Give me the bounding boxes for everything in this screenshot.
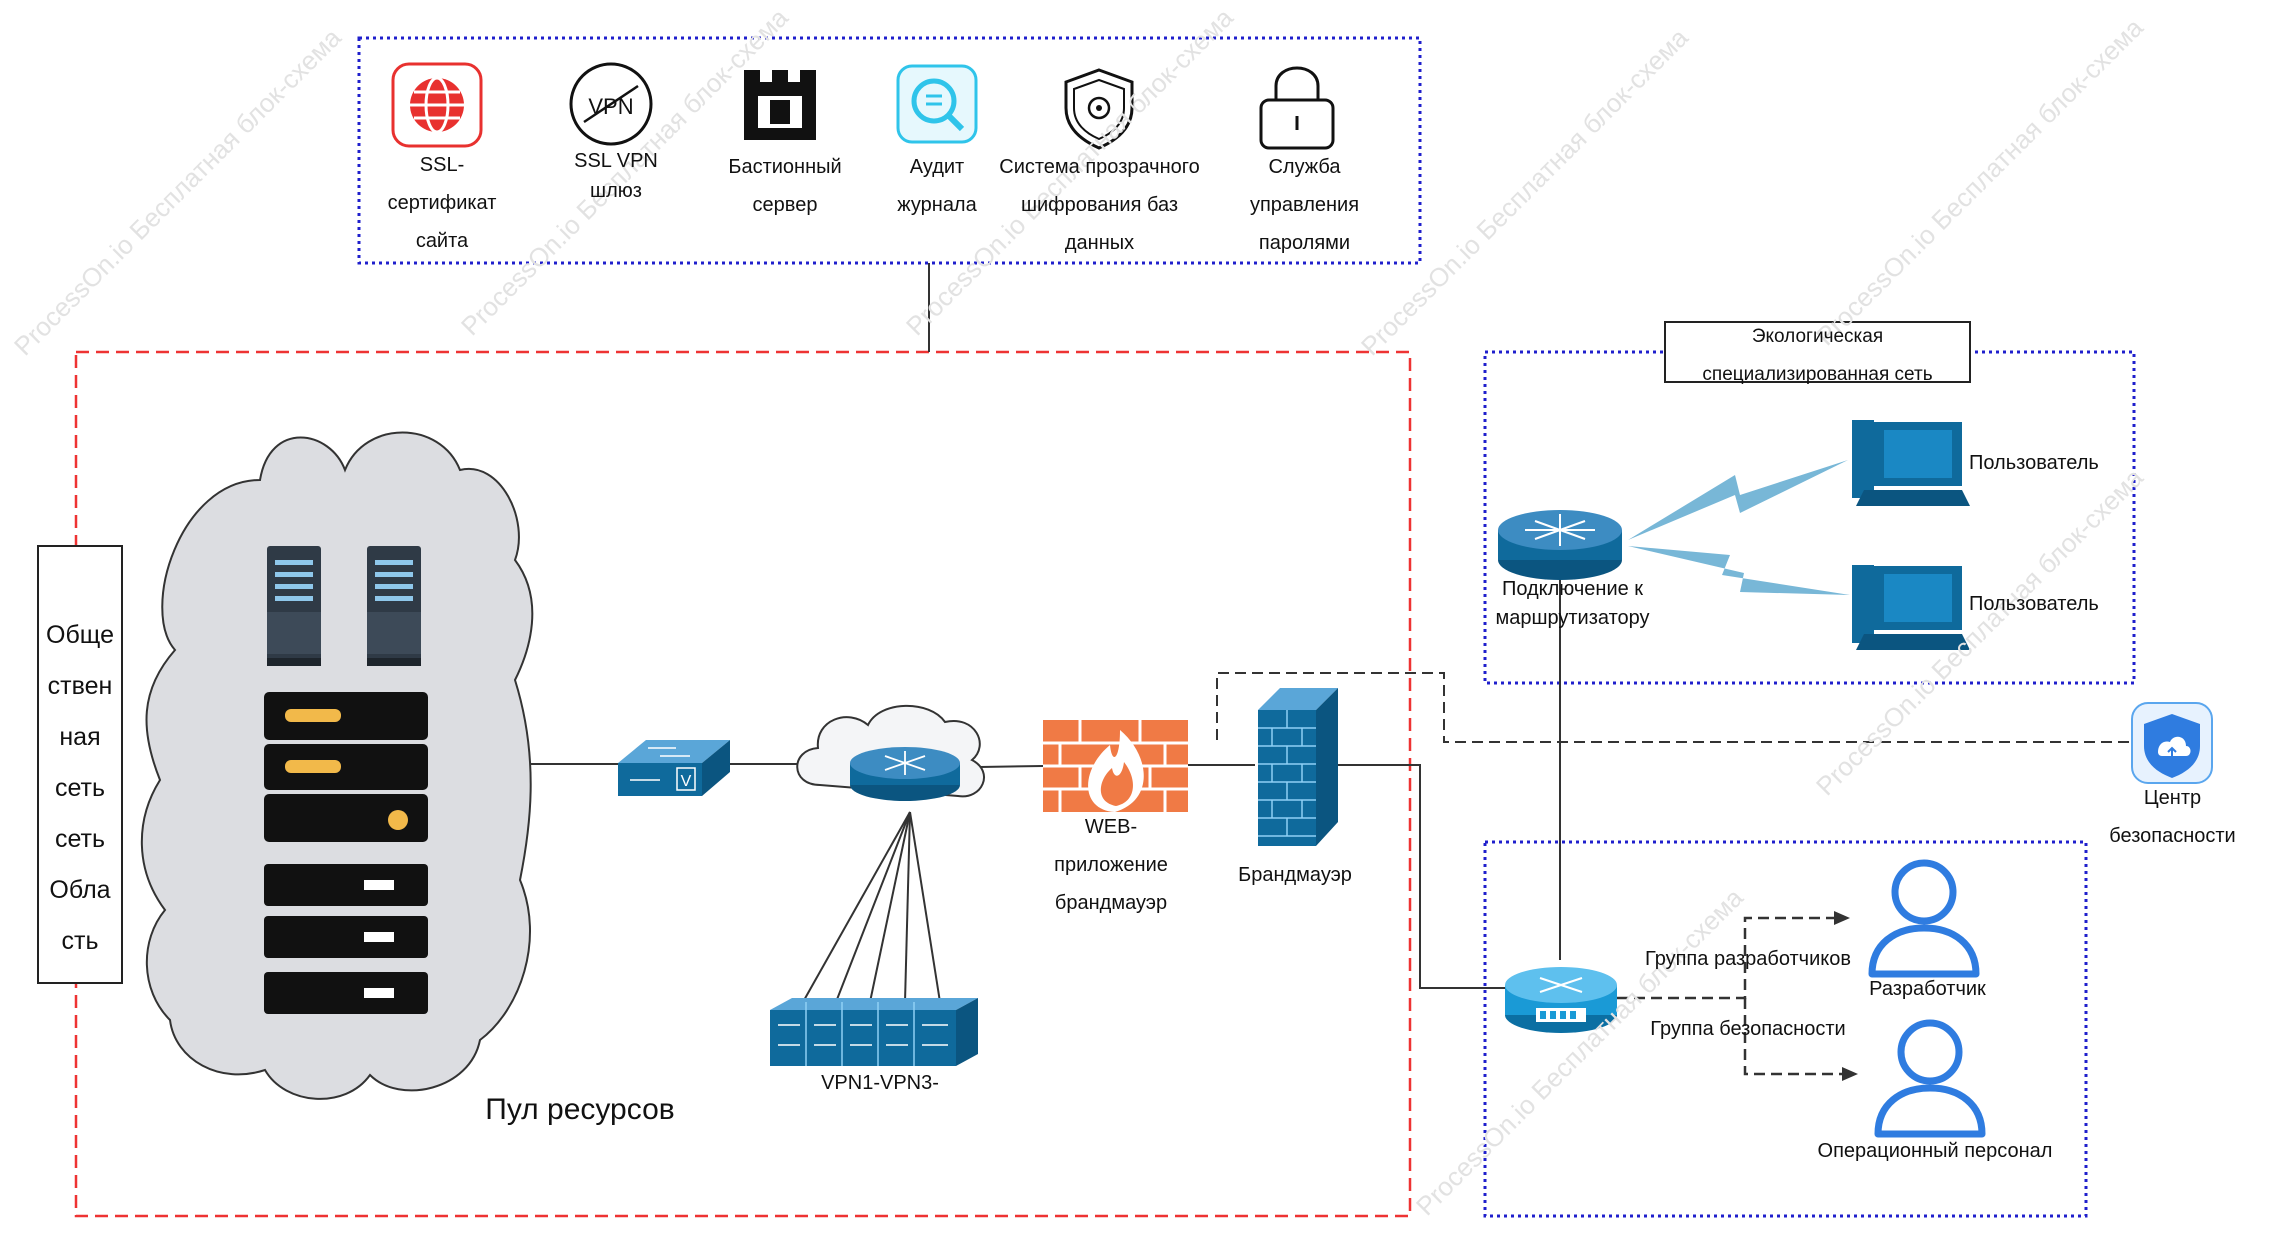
vpn-label: VPN1-VPN3- (821, 1072, 939, 1094)
server-stack-icon (264, 692, 428, 1014)
resource-pool-label: Пул ресурсов (485, 1093, 675, 1126)
tool-label-bastion: Бастионный сервер (728, 156, 842, 216)
tool-label-vpn: SSL VPN шлюз (574, 150, 658, 202)
connector-router-to-waf (979, 765, 1044, 768)
eco-router-label: Подключение к маршрутизатору (1495, 578, 1650, 629)
user-label: Пользователь (1969, 452, 2099, 474)
sec-group-label: Группа безопасности (1650, 1018, 1846, 1040)
dev-group-label: Группа разработчиков (1645, 948, 1851, 970)
vpn-fan-lines (802, 811, 941, 1003)
user-workstation-icon (1852, 420, 1970, 506)
web-app-firewall-icon (1043, 720, 1188, 812)
tool-label-audit: Аудит журнала (897, 156, 977, 216)
ops-label: Операционный персонал (1817, 1140, 2053, 1162)
firewall-label: Брандмауэр (1238, 864, 1352, 886)
rack-server-icon (267, 546, 321, 666)
ssl-globe-icon (391, 62, 483, 148)
shield-lock-icon (1064, 68, 1134, 150)
wireless-link-bottom (1628, 546, 1850, 595)
team-router-icon (1505, 967, 1617, 1033)
arrow-to-developer (1834, 911, 1850, 925)
network-switch-icon: V (618, 740, 730, 796)
firewall-icon (1258, 688, 1338, 846)
padlock-icon (1259, 66, 1335, 150)
tool-label-ssl: SSL- сертификат сайта (387, 154, 497, 252)
eco-network-title-box (1664, 321, 1971, 383)
connector-firewall-to-team-router (1338, 764, 1505, 989)
user-label: Пользователь (1969, 593, 2099, 615)
tool-label-db-encryption: Система прозрачного шифрования баз данны… (999, 156, 1200, 254)
security-center-icon (2131, 702, 2213, 784)
wireless-link-top (1628, 460, 1848, 540)
public-cloud-label: Обще ствен ная сеть сеть Обла сть (46, 621, 114, 955)
rack-server-icon (367, 546, 421, 666)
security-center-label: Центр безопасности (2109, 787, 2236, 847)
waf-label: WEB- приложение брандмауэр (1054, 816, 1168, 914)
svg-text:V: V (681, 773, 692, 790)
user-workstation-icon (1852, 565, 1970, 650)
eco-network-title: Экологическая специализированная сеть (1702, 326, 1933, 385)
developer-label: Разработчик (1869, 978, 1986, 1000)
eco-router-icon (1498, 510, 1622, 580)
connector-security-center (1216, 672, 2132, 743)
ops-person-icon (1874, 1019, 1986, 1138)
team-region (1483, 840, 2088, 1218)
connector-to-ops (1743, 998, 1843, 1076)
audit-log-icon (896, 64, 978, 144)
arrow-to-ops (1842, 1067, 1858, 1081)
tool-label-password-service: Служба управления паролями (1249, 156, 1360, 254)
castle-icon (744, 70, 816, 140)
cloud-router-icon (796, 704, 985, 801)
vpn-icon: VPN (569, 62, 653, 146)
vpn-concentrator-icon (770, 998, 978, 1066)
public-cloud-box (37, 545, 123, 984)
security-tools-box (357, 36, 1422, 265)
developer-person-icon (1868, 859, 1980, 978)
